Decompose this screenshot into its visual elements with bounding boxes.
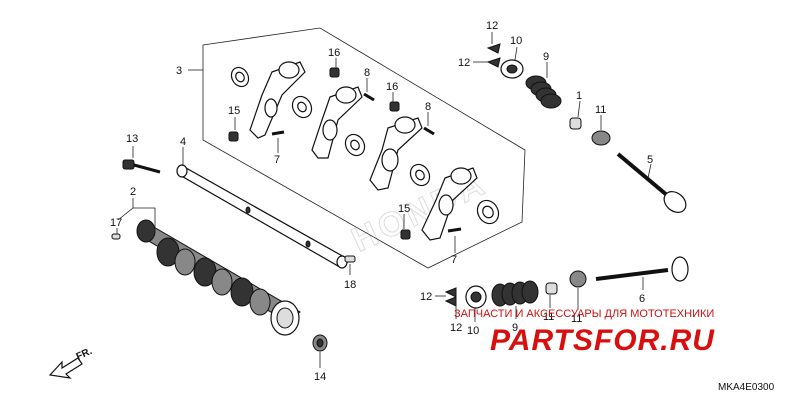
label-11-lower-right: 11 xyxy=(571,313,582,325)
arrow-icon xyxy=(48,357,83,379)
label-10-lower: 10 xyxy=(467,325,479,337)
label-12-top: 12 xyxy=(486,20,498,32)
lower-valve-assembly xyxy=(444,256,689,309)
diagram-code: MKA4E0300 xyxy=(718,382,775,393)
watermark-logo: PARTSFOR.RU xyxy=(490,324,715,357)
front-direction-arrow: FR. xyxy=(48,346,94,379)
label-5: 5 xyxy=(647,154,653,166)
rocker-arm-assembly xyxy=(228,61,500,241)
label-18: 18 xyxy=(344,279,356,291)
label-13: 13 xyxy=(126,133,138,145)
bolt-13 xyxy=(122,159,161,174)
label-12-lower: 12 xyxy=(450,322,462,334)
label-16-right: 16 xyxy=(386,81,398,93)
label-16-left: 16 xyxy=(328,47,340,59)
camshaft xyxy=(111,219,328,352)
label-9-lower: 9 xyxy=(512,322,518,334)
label-1: 1 xyxy=(576,90,582,102)
direction-label: FR. xyxy=(75,346,94,363)
label-11-upper: 11 xyxy=(595,104,606,116)
leader-lines xyxy=(116,32,652,368)
label-17: 17 xyxy=(110,217,122,229)
rocker-arm-group-box xyxy=(202,27,526,269)
part-labels: 3 4 2 17 13 18 14 15 16 16 7 8 8 15 7 12… xyxy=(110,20,653,383)
label-6: 6 xyxy=(639,293,645,305)
label-2: 2 xyxy=(130,186,136,198)
upper-valve-assembly xyxy=(486,43,687,213)
label-4: 4 xyxy=(180,136,186,148)
label-15-upper: 15 xyxy=(228,105,240,117)
label-7-upper: 7 xyxy=(274,154,280,166)
label-12-lower-left: 12 xyxy=(420,291,432,303)
label-7-lower: 7 xyxy=(451,254,457,266)
rocker-shaft xyxy=(176,164,356,269)
label-9-upper: 9 xyxy=(543,51,549,63)
label-3: 3 xyxy=(176,65,182,77)
label-14: 14 xyxy=(314,371,326,383)
label-8-left: 8 xyxy=(364,67,370,79)
watermark-subtitle: ЗАПЧАСТИ И АКСЕССУАРЫ ДЛЯ МОТОТЕХНИКИ xyxy=(454,308,714,320)
label-15-lower: 15 xyxy=(398,203,410,215)
label-12-upper-left: 12 xyxy=(458,57,470,69)
label-10-upper: 10 xyxy=(510,35,522,47)
label-11-lower: 11 xyxy=(543,311,554,323)
label-8-right: 8 xyxy=(425,101,431,113)
